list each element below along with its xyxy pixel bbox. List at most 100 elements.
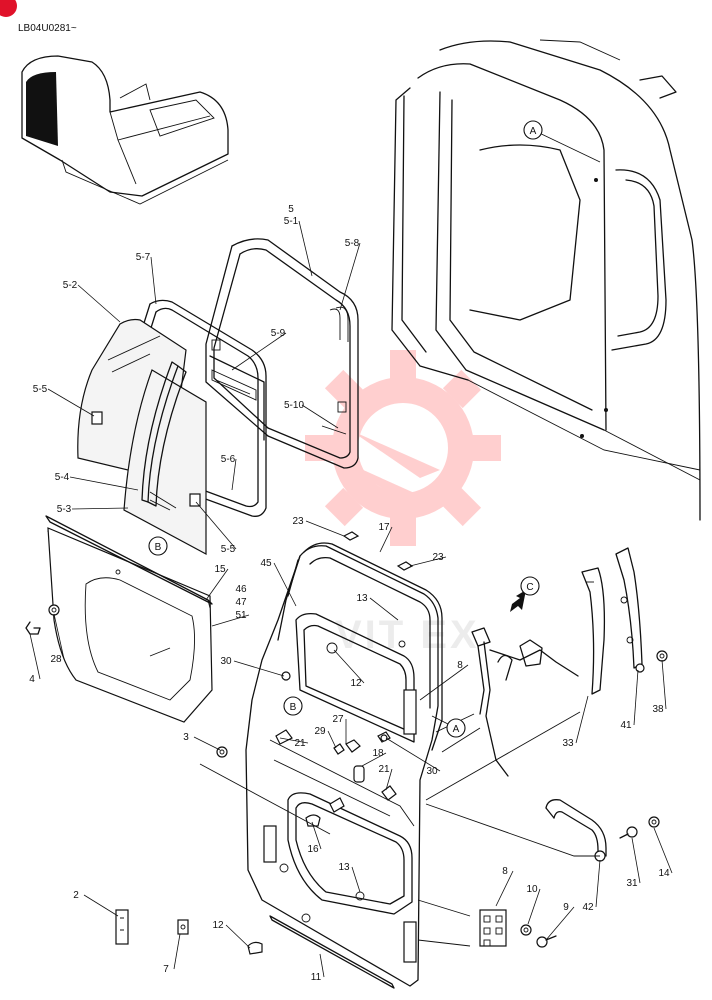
leader-line (545, 906, 575, 941)
part-label: 10 (526, 884, 538, 895)
leader-line (311, 821, 322, 850)
leader-line (661, 659, 667, 710)
leader-line (231, 458, 237, 491)
leader-line (351, 866, 361, 893)
part-label: 18 (372, 748, 384, 759)
leader-line (575, 695, 589, 744)
leader-line (385, 768, 393, 791)
part-label: 13 (338, 862, 350, 873)
part-label: 46 (235, 584, 247, 595)
part-label: 31 (626, 878, 638, 889)
leader-line (205, 568, 229, 601)
part-label: 21 (378, 764, 390, 775)
leader-line (298, 220, 313, 277)
reference-lines (199, 711, 600, 947)
part-label: 5-10 (284, 400, 304, 411)
part-label: 5-9 (271, 328, 286, 339)
part-label: 5-1 (284, 216, 299, 227)
part-label: 47 (235, 597, 247, 608)
leader-line (361, 752, 387, 767)
part-labels: 55-15-85-75-25-95-55-105-65-45-35-523172… (29, 204, 673, 983)
part-11-strip (269, 915, 395, 989)
part-12-plug (247, 941, 263, 955)
part-8-hinge (479, 909, 507, 947)
part-2-latch (115, 909, 129, 945)
part-38-nut (656, 650, 668, 662)
leader-line (231, 332, 287, 371)
part-label: 21 (294, 738, 306, 749)
leader-line (419, 664, 469, 701)
leader-line (47, 388, 95, 417)
part-5-4-channel (141, 361, 187, 507)
leader-line (633, 669, 639, 726)
leader-line (225, 924, 251, 949)
section-leader (532, 129, 601, 163)
part-label: 38 (652, 704, 664, 715)
part-label: 30 (426, 766, 438, 777)
part-label: 11 (311, 972, 322, 983)
part-label: 29 (314, 726, 326, 737)
part-label: 5 (288, 204, 294, 215)
watermark (305, 350, 501, 546)
section-mark-letter: B (290, 702, 297, 713)
part-label: 5-4 (55, 472, 70, 483)
leader-line (379, 526, 393, 553)
part-label: 5-5 (33, 384, 48, 395)
section-mark-circle (283, 696, 303, 716)
part-label: 4 (29, 674, 35, 685)
leader-line (83, 894, 119, 917)
part-label: 13 (356, 593, 368, 604)
part-label: 14 (658, 868, 670, 879)
part-label: 23 (432, 552, 444, 563)
section-mark-letter: B (155, 542, 162, 553)
part-label: 12 (350, 678, 362, 689)
part-23-pads (342, 531, 414, 571)
part-label: 45 (260, 558, 272, 569)
part-label: 33 (562, 738, 574, 749)
part-label: 5-2 (63, 280, 78, 291)
drawing-code: LB04U0281~ (18, 23, 77, 34)
part-label: 30 (220, 656, 232, 667)
part-label: 51 (235, 610, 247, 621)
part-label: 17 (378, 522, 390, 533)
part-9-bolt (536, 935, 557, 948)
leader-line (53, 613, 65, 660)
leader-line (653, 827, 673, 874)
leader-line (301, 404, 339, 429)
part-lock-mechanism (471, 627, 579, 777)
part-label: 5-8 (345, 238, 360, 249)
leader-line (495, 870, 514, 907)
part-label: 8 (457, 660, 463, 671)
part-label: 5-3 (57, 504, 72, 515)
leader-line (369, 597, 399, 621)
leader-line (305, 520, 345, 537)
part-label: 9 (563, 902, 569, 913)
leader-line (409, 556, 447, 567)
leader-line (69, 476, 139, 491)
leader-line (385, 737, 441, 772)
leader-line (333, 649, 365, 684)
part-label: 28 (50, 654, 62, 665)
part-label: 41 (620, 720, 632, 731)
leader-line (327, 730, 337, 749)
part-4-clip (25, 621, 41, 635)
section-mark-letter: A (453, 724, 460, 735)
part-17-seal (287, 542, 443, 751)
part-14-nut (648, 816, 660, 828)
part-46-47-inner-panel (47, 527, 213, 723)
part-41-arm (615, 547, 645, 673)
leader-line (77, 284, 121, 323)
leader-line (29, 633, 41, 680)
part-label: 7 (163, 964, 169, 975)
leader-line (319, 953, 325, 978)
section-mark-letter: C (526, 582, 533, 593)
leader-line (233, 660, 285, 677)
part-30-bush (281, 671, 388, 742)
section-mark-circle (520, 576, 540, 596)
part-label: 12 (212, 920, 224, 931)
leader-line (193, 736, 221, 751)
part-label: 15 (214, 564, 226, 575)
part-45-door (245, 545, 439, 987)
